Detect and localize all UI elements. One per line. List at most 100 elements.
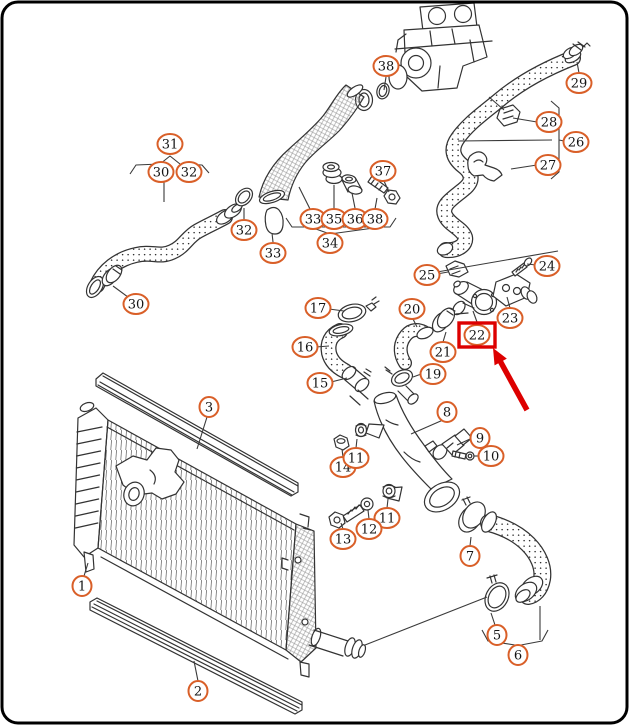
callout-number: 2 (194, 685, 202, 700)
highlight-annotation (457, 321, 530, 412)
callout-22: 22 (463, 324, 491, 346)
callout-number: 32 (181, 166, 198, 181)
leader-line (196, 416, 208, 450)
clamp-30-art (101, 264, 123, 287)
callout-ring (534, 154, 562, 176)
callout-ring (535, 111, 563, 133)
callout-1: 1 (71, 575, 93, 597)
leader-line (506, 296, 511, 309)
callout-24: 24 (533, 255, 561, 277)
callout-12: 12 (355, 518, 383, 540)
clamp-19-art (384, 366, 419, 405)
leader-line (386, 498, 389, 509)
callout-25: 25 (413, 264, 441, 286)
callout-number: 5 (493, 629, 501, 644)
callout-number: 24 (539, 260, 556, 275)
callout-8: 8 (436, 401, 458, 423)
callout-21: 21 (429, 341, 457, 363)
callout-ring (147, 161, 175, 183)
callout-38: 38 (361, 208, 389, 230)
callout-3: 3 (198, 396, 220, 418)
callout-ring (291, 336, 319, 358)
callout-ring (372, 55, 400, 77)
callout-number: 28 (541, 116, 558, 131)
callout-number: 38 (378, 60, 395, 75)
callout-number: 22 (469, 329, 486, 344)
callout-27: 27 (534, 154, 562, 176)
callout-ring (419, 363, 447, 385)
callout-number: 30 (128, 298, 145, 313)
leader-line (383, 180, 390, 193)
elbow-hose-20-art (393, 323, 434, 370)
callout-ring (486, 624, 508, 646)
bracket-line (550, 100, 560, 180)
callout-ring (355, 518, 383, 540)
callout-31: 31 (156, 133, 184, 155)
callout-ring (259, 242, 287, 264)
leader-line (351, 192, 356, 209)
seal-33-art (264, 206, 284, 235)
callout-16: 16 (291, 336, 319, 358)
callout-ring (373, 507, 401, 529)
callout-11: 11 (373, 507, 401, 529)
callout-number: 11 (348, 452, 365, 467)
callout-23: 23 (496, 307, 524, 329)
callout-28: 28 (535, 111, 563, 133)
callout-number: 33 (305, 213, 322, 228)
clamp-21-art (431, 307, 456, 333)
callout-number: 6 (514, 649, 522, 664)
callout-number: 31 (162, 138, 179, 153)
callout-13: 13 (329, 528, 357, 550)
leader-line (271, 232, 274, 243)
bracket-27-art (467, 151, 503, 182)
callout-37: 37 (369, 160, 397, 182)
leader-line (512, 117, 538, 123)
callout-number: 35 (326, 213, 343, 228)
callout-number: 29 (571, 77, 588, 92)
callout-number: 23 (502, 312, 519, 327)
clamp-29-art (562, 41, 591, 60)
callout-ring (175, 161, 203, 183)
leader-line (193, 660, 199, 682)
leader-line (355, 438, 358, 449)
hose-26-art (436, 50, 582, 259)
nut-14-art (333, 434, 350, 451)
callout-number: 38 (367, 213, 384, 228)
leader-line (457, 139, 553, 142)
leader-line (298, 186, 311, 210)
callout-ring (459, 545, 481, 567)
coupler-15-art (341, 365, 372, 406)
callout-ring (198, 396, 220, 418)
callout-33: 33 (259, 242, 287, 264)
clip-28-art (496, 104, 521, 127)
callout-ring (156, 133, 184, 155)
bushing-35-art (322, 161, 343, 185)
callout-ring (463, 324, 491, 346)
leader-line (367, 509, 370, 520)
callout-number: 13 (335, 533, 352, 548)
bolt-24-art (511, 257, 533, 277)
leader-line (412, 318, 418, 328)
callout-ring (469, 427, 491, 449)
callout-number: 26 (568, 136, 585, 151)
hose-6-art (480, 511, 552, 605)
leader-line (456, 438, 471, 446)
clamp-17-art (337, 296, 380, 323)
leader-line (442, 331, 447, 343)
leader-line (364, 596, 488, 646)
leader-line (383, 76, 387, 91)
callout-number: 36 (347, 213, 364, 228)
callout-ring (361, 208, 389, 230)
sensor-bracket-23-art (492, 273, 538, 307)
callout-ring (329, 528, 357, 550)
sleeve-36-art (341, 174, 363, 195)
leader-line (488, 96, 505, 111)
callout-ring (413, 264, 441, 286)
leader-line (410, 419, 444, 435)
callout-number: 15 (312, 377, 329, 392)
callout-ring (230, 219, 258, 241)
callout-6: 6 (507, 644, 529, 666)
